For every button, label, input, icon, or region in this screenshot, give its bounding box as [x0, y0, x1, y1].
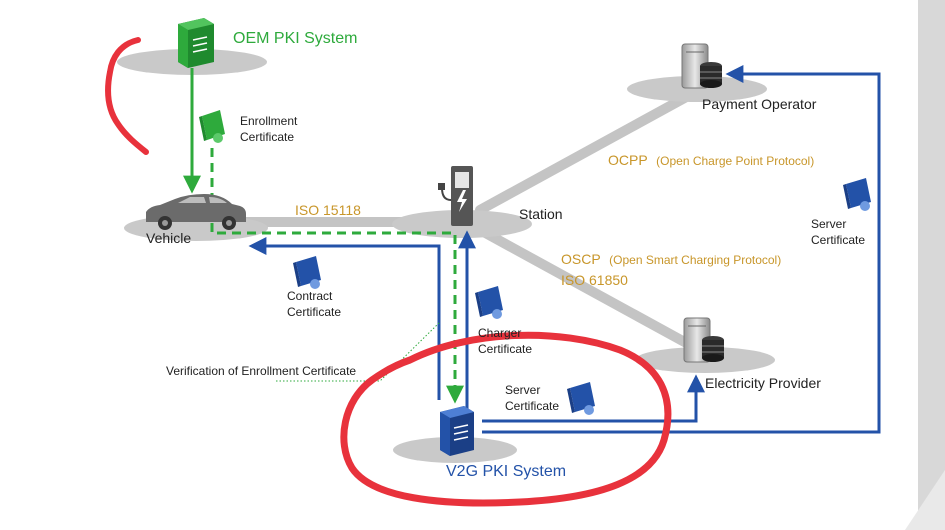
enrollment-certificate-icon: [199, 110, 225, 143]
oscp-label: OSCP (Open Smart Charging Protocol): [561, 251, 781, 268]
payment-server-icon: [681, 43, 722, 89]
server-cert-mid-label: Server Certificate: [505, 383, 559, 413]
oem-label: OEM PKI System: [233, 30, 357, 47]
iso15118-label: ISO 15118: [295, 202, 361, 218]
station-label: Station: [519, 206, 563, 222]
car-icon: [146, 194, 246, 230]
server-cert-payment-flow: [482, 65, 881, 434]
red-annotation-bracket: [105, 37, 149, 155]
v2g-server-icon: [440, 406, 474, 456]
enrollment-cert-label: Enrollment Certificate: [240, 114, 301, 144]
slide-corner-fold: [905, 470, 945, 530]
electricity-server-icon: [683, 317, 724, 363]
iso61850-label: ISO 61850: [561, 272, 628, 288]
electricity-label: Electricity Provider: [705, 375, 821, 391]
ocpp-label: OCPP (Open Charge Point Protocol): [608, 152, 814, 169]
charger-cert-label: Charger Certificate: [478, 326, 532, 356]
v2g-label: V2G PKI System: [446, 463, 566, 480]
contract-certificate-icon: [293, 256, 321, 289]
red-annotation-circle: [340, 331, 672, 507]
enrollment-verification-flow: [210, 148, 464, 404]
slide-edge: [918, 0, 945, 530]
payment-label: Payment Operator: [702, 96, 817, 112]
server-cert-right-label: Server Certificate: [811, 217, 865, 247]
server-cert-electricity-flow: [482, 374, 705, 423]
oem-server-icon: [178, 18, 214, 68]
vehicle-label: Vehicle: [146, 230, 191, 246]
server-certificate-mid-icon: [567, 382, 595, 415]
charger-certificate-icon: [475, 286, 503, 319]
server-certificate-right-icon: [843, 178, 871, 211]
charging-station-icon: [438, 166, 473, 226]
green-flows: [183, 68, 464, 404]
verification-label: Verification of Enrollment Certificate: [166, 364, 356, 378]
contract-cert-label: Contract Certificate: [287, 289, 341, 319]
